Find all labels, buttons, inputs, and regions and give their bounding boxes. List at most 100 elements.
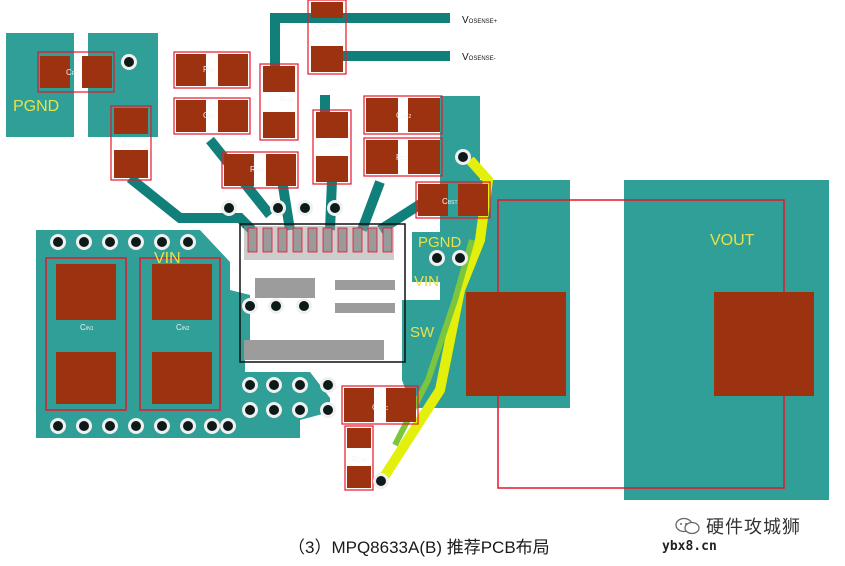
outline-cin1 [45,257,127,411]
outline-cbst [415,181,491,219]
designator-main: R [352,455,358,464]
pgnd-left-label: PGND [13,98,59,115]
designator-sub: SS1 [332,142,342,148]
via-hole [157,237,167,247]
outline-cvcc [341,385,419,425]
pad [466,292,566,396]
via-hole [79,237,89,247]
pad [418,184,448,216]
pad [386,388,416,422]
ic-pin [292,227,303,253]
pad [266,154,296,186]
pad [218,100,248,132]
via-hole [330,203,340,213]
outline-rff [173,51,251,89]
pad [176,54,206,86]
via-hole [53,421,63,431]
via-hole [432,253,442,263]
via-hole [300,203,310,213]
designator-main: R [122,141,128,150]
pad [263,112,295,138]
designator-sub: IN2 [182,326,190,332]
ic-pin [322,227,333,253]
ic-body-bottom-pads [244,340,384,360]
watermark: 硬件攻城狮 [675,513,801,539]
pad [458,184,488,216]
pad [714,292,814,396]
designator-main: C [80,323,86,332]
via-hole [295,405,305,415]
watermark-url: ybx8.cn [662,539,717,554]
via-hole [53,237,63,247]
designator-rfb1: RFB1 [280,95,295,104]
pad [176,100,206,132]
ic-outline [239,223,406,363]
vout-label: VOUT [710,232,755,249]
designator-sub: FB1 [286,98,295,104]
pad [114,108,148,134]
designator-sub: OUT [326,28,337,34]
ic-pin [247,227,258,253]
designator-main: R [280,95,286,104]
pad [82,56,112,88]
designator-css2: CSS2 [396,111,411,120]
designator-sub: VCC [378,406,389,412]
pad [408,98,440,132]
ic-pin [307,227,318,253]
designator-cpg: CPG [66,68,79,77]
via-hole [299,301,309,311]
ic-pin [277,227,288,253]
outline-cff [173,97,251,135]
via-hole [455,253,465,263]
ic-pin [337,227,348,253]
designator-main: C [396,111,402,120]
pad [40,56,70,88]
pad [263,66,295,92]
designator-main: C [176,323,182,332]
designator-sub: PG [128,144,135,150]
pgnd-right-label: PGND [418,234,462,251]
ic-pin [382,227,393,253]
via-hole [458,152,468,162]
designator-main: C [372,403,378,412]
via-hole [273,203,283,213]
via-hole [271,301,281,311]
designator-main: C [442,197,448,206]
yellow-trace [377,156,494,483]
ic-body-mid-pad [255,278,315,298]
designator-cin1: CIN1 [80,323,94,332]
vosense-neg-label: VOSENSE- [462,52,496,63]
ic-pins [247,227,393,253]
figure-caption: （3）MPQ8633A(B) 推荐PCB布局 [288,538,550,557]
designator-sub: PG [72,71,79,77]
designator-sub: FF [209,114,215,120]
designator-cbst: CBST [442,197,458,206]
pad [311,2,343,18]
designator-cvcc: CVCC [372,403,389,412]
pad [56,264,116,320]
trace-vosense-pos [270,13,450,70]
net-labels: PGND VIN PGND VIN SW VOUT [13,98,755,341]
pad [224,154,254,186]
designator-css1: CSS1 [326,139,341,148]
designator-sub: GND [358,458,370,464]
via-hole [124,57,134,67]
pad [347,428,371,448]
pad [152,352,212,404]
pad [316,112,348,138]
sense-labels: VOSENSE+ VOSENSE- [462,15,498,63]
outline-rpg [110,105,152,181]
via-hole [157,421,167,431]
via-hole [183,421,193,431]
designator-main: C [66,68,72,77]
pad [408,140,440,174]
via-hole [224,203,234,213]
via-hole [269,405,279,415]
via-hole [323,380,333,390]
designator-cout: COUT [320,25,336,34]
sw-label: SW [410,324,435,341]
designator-rc2: RC2 [396,153,408,162]
via-hole [223,421,233,431]
wechat-icon [675,517,700,535]
